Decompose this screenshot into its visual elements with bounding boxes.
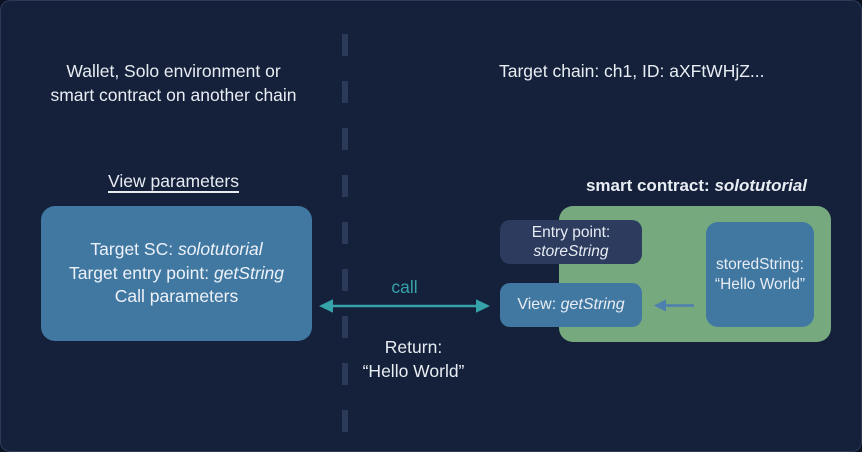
target-entry-point-value: getString (213, 262, 284, 283)
view-parameters-box: Target SC: solotutorial Target entry poi… (41, 206, 312, 341)
call-parameters-line: Call parameters (114, 286, 239, 307)
caller-description: Wallet, Solo environment or smart contra… (26, 59, 321, 107)
view-label: View: (517, 296, 561, 313)
target-chain-heading: Target chain: ch1, ID: aXFtWHjZ... (499, 61, 765, 81)
target-sc-line: Target SC: solotutorial (90, 238, 262, 262)
view-parameters-title: View parameters (108, 171, 239, 191)
caller-description-line2: smart contract on another chain (50, 85, 297, 105)
view-value: getString (560, 296, 625, 313)
entry-point-box: Entry point: storeString (500, 220, 642, 264)
target-entry-point-label: Target entry point: (69, 262, 214, 283)
call-arrow-label: call (391, 277, 418, 297)
target-sc-label: Target SC: (90, 239, 178, 260)
return-value-text: Return: “Hello World” (331, 335, 496, 383)
entry-point-value: storeString (533, 243, 609, 260)
chain-divider-dashed-line (342, 34, 348, 451)
return-value: “Hello World” (362, 361, 465, 381)
target-sc-value: solotutorial (177, 239, 263, 260)
caller-description-line1: Wallet, Solo environment or (66, 61, 281, 81)
stored-string-label: storedString: (716, 255, 804, 273)
stored-to-view-arrow (654, 299, 694, 312)
return-label: Return: (384, 337, 443, 357)
view-line: View: getString (517, 296, 624, 314)
entry-point-label: Entry point: (531, 224, 611, 241)
smart-contract-title-name: solotutorial (714, 176, 807, 195)
stored-string-value: “Hello World” (714, 275, 806, 293)
smart-contract-title: smart contract: solotutorial (559, 176, 807, 196)
call-return-arrow (319, 299, 490, 313)
stored-string-box: storedString: “Hello World” (706, 222, 814, 327)
target-entry-point-line: Target entry point: getString (69, 262, 284, 286)
smart-contract-title-label: smart contract: (585, 176, 715, 195)
view-getstring-box: View: getString (500, 283, 642, 327)
